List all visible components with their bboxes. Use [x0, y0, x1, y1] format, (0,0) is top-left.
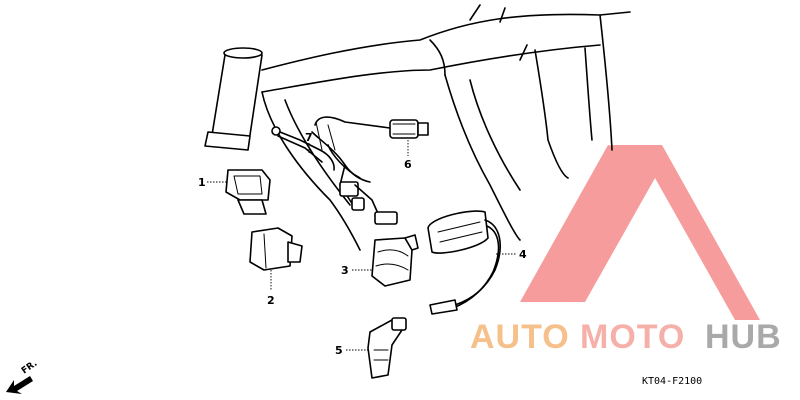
watermark-logo	[520, 145, 760, 320]
watermark-word-moto: MOTO	[580, 318, 685, 356]
part-6-wire-harness	[311, 116, 429, 225]
callout-leaders	[207, 140, 516, 351]
callout-3: 3	[341, 264, 349, 277]
callout-5: 5	[335, 344, 343, 357]
part-2-module	[249, 227, 303, 271]
part-5-spark-plug-cap	[367, 317, 407, 379]
callout-4: 4	[519, 248, 527, 261]
callout-1: 1	[198, 176, 206, 189]
watermark-triangle-inner	[585, 178, 735, 320]
part-4-ignition-coil	[427, 210, 501, 315]
part-3-regulator	[371, 234, 419, 287]
watermark-text: AUTO MOTO HUB	[470, 318, 782, 356]
part-1-switch	[225, 169, 271, 215]
callout-7: 7	[305, 131, 313, 144]
callout-numbers: 1 2 3 4 5 6 7	[198, 131, 527, 357]
figure-code: KT04-F2100	[642, 376, 702, 387]
frame-structure	[261, 4, 631, 251]
handlebar-grip	[204, 47, 263, 151]
front-direction-label: FR.	[20, 359, 39, 377]
callout-2: 2	[267, 294, 275, 307]
watermark-word-hub: HUB	[705, 318, 782, 356]
front-direction-indicator: FR.	[6, 359, 39, 394]
part-7-wire-lead	[271, 126, 335, 171]
front-arrow-icon	[6, 376, 33, 394]
callout-6: 6	[404, 158, 412, 171]
watermark-word-auto: AUTO	[470, 318, 570, 356]
